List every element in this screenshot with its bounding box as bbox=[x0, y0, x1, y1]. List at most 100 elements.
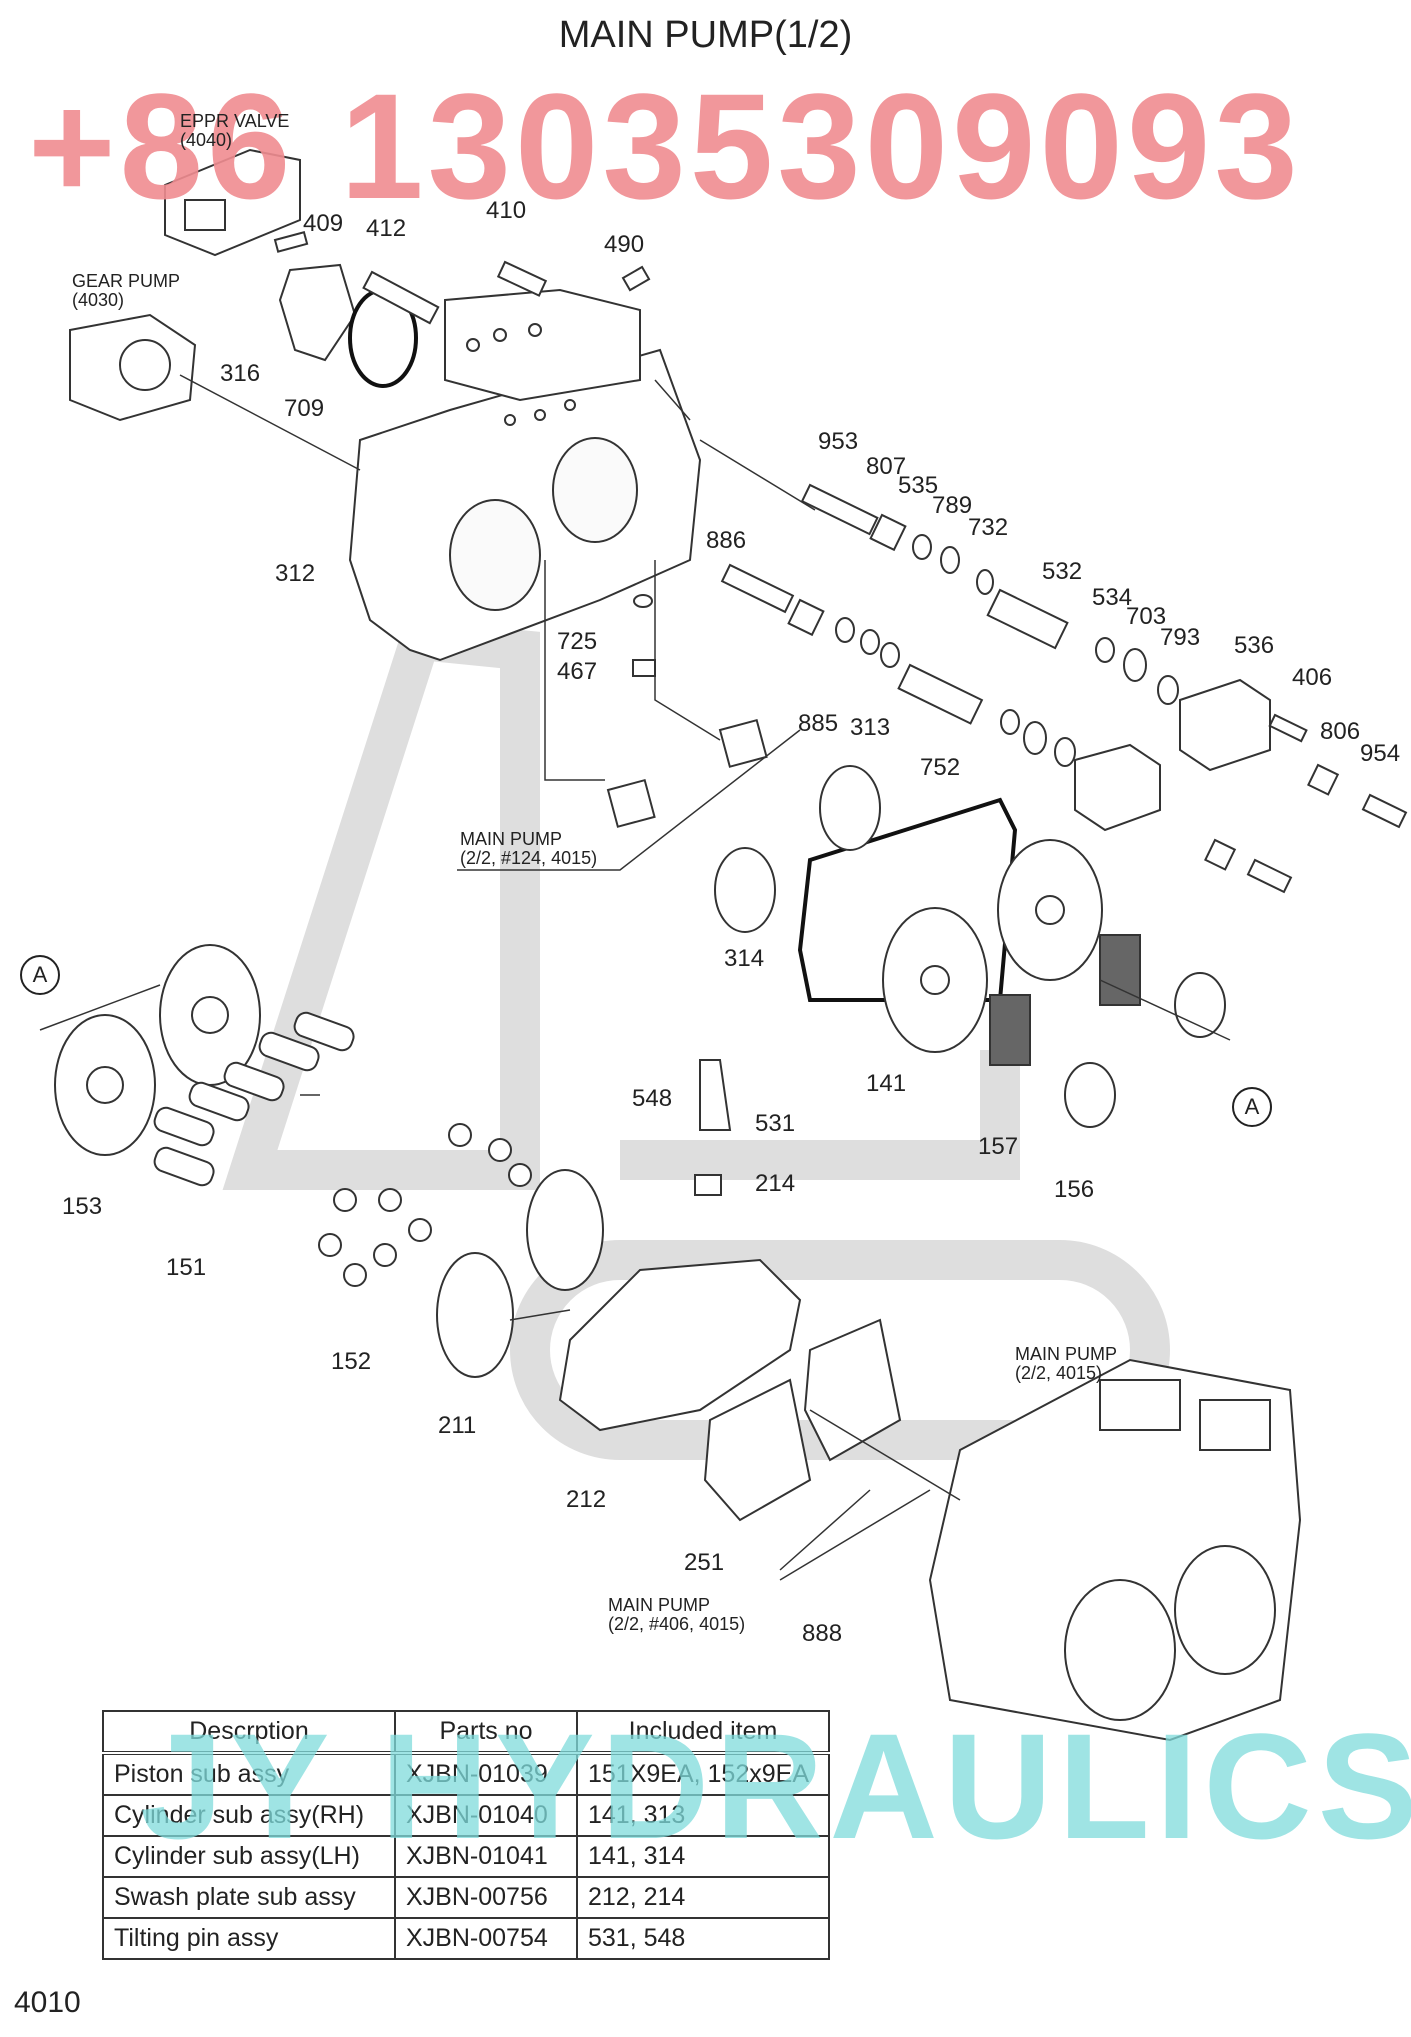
caption-line: (2/2, #124, 4015) bbox=[460, 848, 598, 868]
part-label-152: 152 bbox=[331, 1348, 372, 1375]
part-label-214: 214 bbox=[755, 1170, 796, 1197]
part-label-752: 752 bbox=[920, 754, 961, 781]
part-label-531: 531 bbox=[755, 1110, 796, 1137]
caption-main-pump-ref-406: MAIN PUMP (2/2, #406, 4015) bbox=[608, 1596, 745, 1634]
caption-eppr-valve: EPPR VALVE (4040) bbox=[180, 112, 289, 150]
brand-watermark: JY HYDRAULICS bbox=[140, 1702, 1411, 1870]
valve-plate-314 bbox=[714, 847, 776, 933]
part-label-886: 886 bbox=[706, 527, 747, 554]
part-label-888: 888 bbox=[802, 1620, 843, 1647]
part-label-312: 312 bbox=[275, 560, 316, 587]
part-label-412: 412 bbox=[366, 215, 407, 242]
leader-lines bbox=[39, 374, 1231, 1581]
column-header-description: Descrption bbox=[102, 1710, 396, 1755]
cell-description: Cylinder sub assy(RH) bbox=[102, 1794, 396, 1837]
part-label-548: 548 bbox=[632, 1085, 673, 1112]
part-label-806: 806 bbox=[1320, 718, 1361, 745]
caption-line: (2/2, #406, 4015) bbox=[608, 1614, 746, 1634]
caption-gear-pump: GEAR PUMP (4030) bbox=[72, 272, 180, 310]
cell-included-item: 141, 313 bbox=[576, 1794, 830, 1837]
eppr-valve-4040 bbox=[164, 148, 301, 257]
part-label-732: 732 bbox=[968, 514, 1009, 541]
cell-included-item: 151X9EA, 152x9EA bbox=[576, 1752, 830, 1796]
caption-line: (4030) bbox=[72, 290, 125, 310]
part-label-211: 211 bbox=[438, 1412, 477, 1439]
support-251 bbox=[703, 1318, 902, 1522]
caption-line: (2/2, 4015) bbox=[1015, 1363, 1103, 1383]
cell-parts-no: XJBN-00756 bbox=[394, 1876, 578, 1919]
shoe-plate-153 bbox=[54, 944, 261, 1156]
cell-description: Tilting pin assy bbox=[102, 1917, 396, 1960]
regulator-parts bbox=[720, 483, 1408, 894]
plug-490 bbox=[621, 265, 651, 292]
caption-main-pump-ref-4015: MAIN PUMP (2/2, 4015) bbox=[1015, 1345, 1117, 1383]
table-header-row: Descrption Parts no Included item bbox=[102, 1710, 830, 1755]
part-label-410: 410 bbox=[486, 197, 527, 224]
pump-housing-312 bbox=[348, 288, 702, 662]
part-label-532: 532 bbox=[1042, 558, 1083, 585]
caption-line: EPPR VALVE bbox=[180, 111, 290, 131]
needle-bearing-lower bbox=[606, 778, 656, 828]
part-label-793: 793 bbox=[1160, 624, 1201, 651]
part-label-709: 709 bbox=[284, 395, 325, 422]
phone-watermark: +86 13035309093 bbox=[28, 62, 1302, 230]
plate-211 bbox=[436, 1252, 514, 1378]
part-label-313: 313 bbox=[850, 714, 891, 741]
table-row: Swash plate sub assy XJBN-00756 212, 214 bbox=[102, 1876, 830, 1919]
part-label-536: 536 bbox=[1234, 632, 1275, 659]
plug-467 bbox=[632, 659, 656, 677]
part-label-156: 156 bbox=[1054, 1176, 1095, 1203]
diagram-title: MAIN PUMP(1/2) bbox=[558, 14, 853, 56]
piston-151 bbox=[153, 1011, 355, 1187]
cylinder-block-141 bbox=[882, 839, 1103, 1053]
cell-parts-no: XJBN-00754 bbox=[394, 1917, 578, 1960]
part-label-789: 789 bbox=[932, 492, 973, 519]
cell-parts-no: XJBN-01040 bbox=[394, 1794, 578, 1837]
cell-included-item: 141, 314 bbox=[576, 1835, 830, 1878]
page-number: 4010 bbox=[14, 1986, 81, 2019]
spherical-bush-156 bbox=[1064, 972, 1226, 1128]
assembled-main-pump bbox=[928, 1358, 1302, 1742]
part-label-151: 151 bbox=[166, 1254, 207, 1281]
swash-plate-212 bbox=[558, 1258, 802, 1432]
caption-line: (4040) bbox=[180, 130, 233, 150]
part-label-535: 535 bbox=[898, 472, 939, 499]
column-header-included-item: Included item bbox=[576, 1710, 830, 1755]
caption-line: MAIN PUMP bbox=[1015, 1344, 1118, 1364]
part-label-807: 807 bbox=[866, 453, 907, 480]
part-label-703: 703 bbox=[1126, 603, 1167, 630]
part-label-885: 885 bbox=[798, 710, 839, 737]
cell-description: Piston sub assy bbox=[102, 1752, 396, 1796]
part-label-316: 316 bbox=[220, 360, 261, 387]
part-label-212: 212 bbox=[566, 1486, 607, 1513]
caption-line: GEAR PUMP bbox=[72, 271, 181, 291]
view-callout-a: A bbox=[20, 955, 60, 995]
shoe-152 bbox=[318, 1123, 532, 1287]
part-label-490: 490 bbox=[604, 231, 645, 258]
part-label-953: 953 bbox=[818, 428, 859, 455]
column-header-parts-no: Parts no bbox=[394, 1710, 578, 1755]
part-label-954: 954 bbox=[1360, 740, 1401, 767]
part-label-534: 534 bbox=[1092, 584, 1133, 611]
part-label-467: 467 bbox=[557, 658, 598, 685]
bolt-409 bbox=[273, 231, 309, 253]
wear-plate-upper bbox=[526, 1169, 604, 1291]
part-label-251: 251 bbox=[684, 1549, 725, 1576]
bolt-412 bbox=[362, 270, 440, 325]
o-ring-725 bbox=[633, 594, 653, 608]
cell-included-item: 531, 548 bbox=[576, 1917, 830, 1960]
caption-line: MAIN PUMP bbox=[608, 1595, 711, 1615]
cell-parts-no: XJBN-01039 bbox=[394, 1752, 578, 1796]
gear-pump-4030 bbox=[69, 313, 197, 422]
sub-assy-table: Descrption Parts no Included item Piston… bbox=[102, 1710, 830, 1960]
bush-214 bbox=[694, 1174, 722, 1196]
tilting-pin-531 bbox=[699, 1059, 732, 1131]
part-label-157: 157 bbox=[978, 1133, 1019, 1160]
table-row: Cylinder sub assy(LH) XJBN-01041 141, 31… bbox=[102, 1835, 830, 1878]
bolt-410 bbox=[496, 260, 548, 297]
caption-line: MAIN PUMP bbox=[460, 829, 563, 849]
part-label-153: 153 bbox=[62, 1193, 103, 1220]
caption-main-pump-ref-124: MAIN PUMP (2/2, #124, 4015) bbox=[460, 830, 597, 868]
